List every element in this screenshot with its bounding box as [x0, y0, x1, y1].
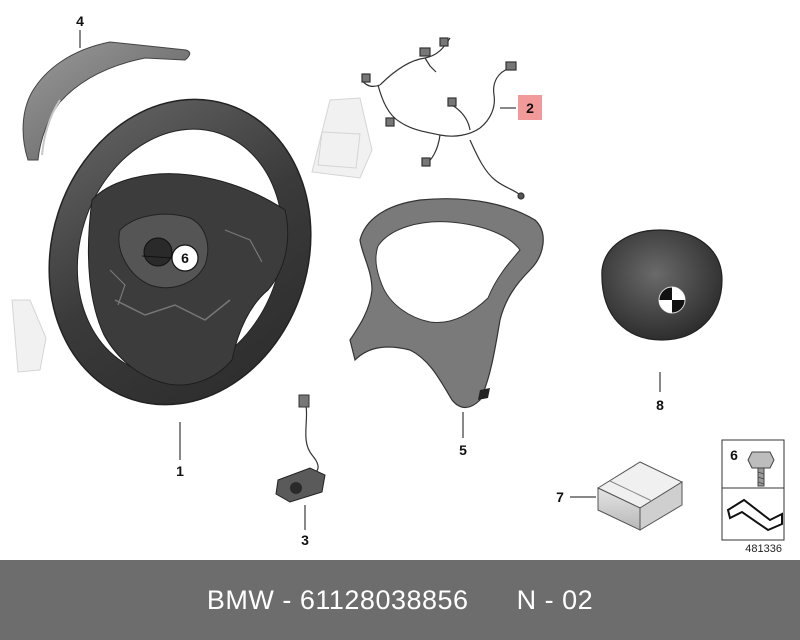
callout-6-hub: 6 — [141, 244, 199, 272]
paddle-shifter-right — [311, 97, 373, 179]
callout-2-label: 2 — [526, 100, 534, 116]
airbag-module-part-8 — [601, 229, 723, 341]
trim-cover-part-4 — [22, 41, 191, 161]
callout-5: 5 — [459, 412, 467, 458]
footer-brand: BMW — [206, 584, 275, 615]
footer-gap — [469, 585, 517, 616]
callout-1: 1 — [176, 422, 184, 479]
footer-bar: BMW - 61128038856 N - 02 — [0, 560, 800, 640]
callout-1-label: 1 — [176, 463, 184, 479]
contact-part-3 — [275, 394, 326, 503]
callout-2-highlighted: 2 — [500, 95, 542, 120]
parts-box: 6 — [721, 439, 785, 541]
parts-diagram: 6 2 — [11, 13, 785, 555]
callout-3-label: 3 — [301, 532, 309, 548]
reference-number: 481336 — [745, 543, 782, 555]
paddle-shifter-left — [11, 299, 47, 373]
callout-6-hub-label: 6 — [181, 250, 189, 266]
callout-7: 7 — [556, 489, 596, 505]
footer-page: N - 02 — [516, 584, 594, 615]
callout-4-label: 4 — [76, 13, 84, 29]
screw-part-6 — [747, 451, 775, 487]
callout-6-box-label: 6 — [730, 447, 738, 463]
tool-icon — [726, 498, 783, 532]
callout-3: 3 — [301, 505, 309, 548]
wiring-harness-part-2 — [361, 37, 525, 200]
callout-5-label: 5 — [459, 442, 467, 458]
box-part-7 — [596, 461, 684, 531]
callout-7-label: 7 — [556, 489, 564, 505]
footer-separator: - — [274, 584, 300, 615]
callout-8-label: 8 — [656, 397, 664, 413]
spoke-cover-part-5 — [349, 198, 544, 409]
callout-8: 8 — [656, 372, 664, 413]
footer-part-number: 61128038856 — [299, 584, 469, 615]
callout-4: 4 — [76, 13, 84, 48]
